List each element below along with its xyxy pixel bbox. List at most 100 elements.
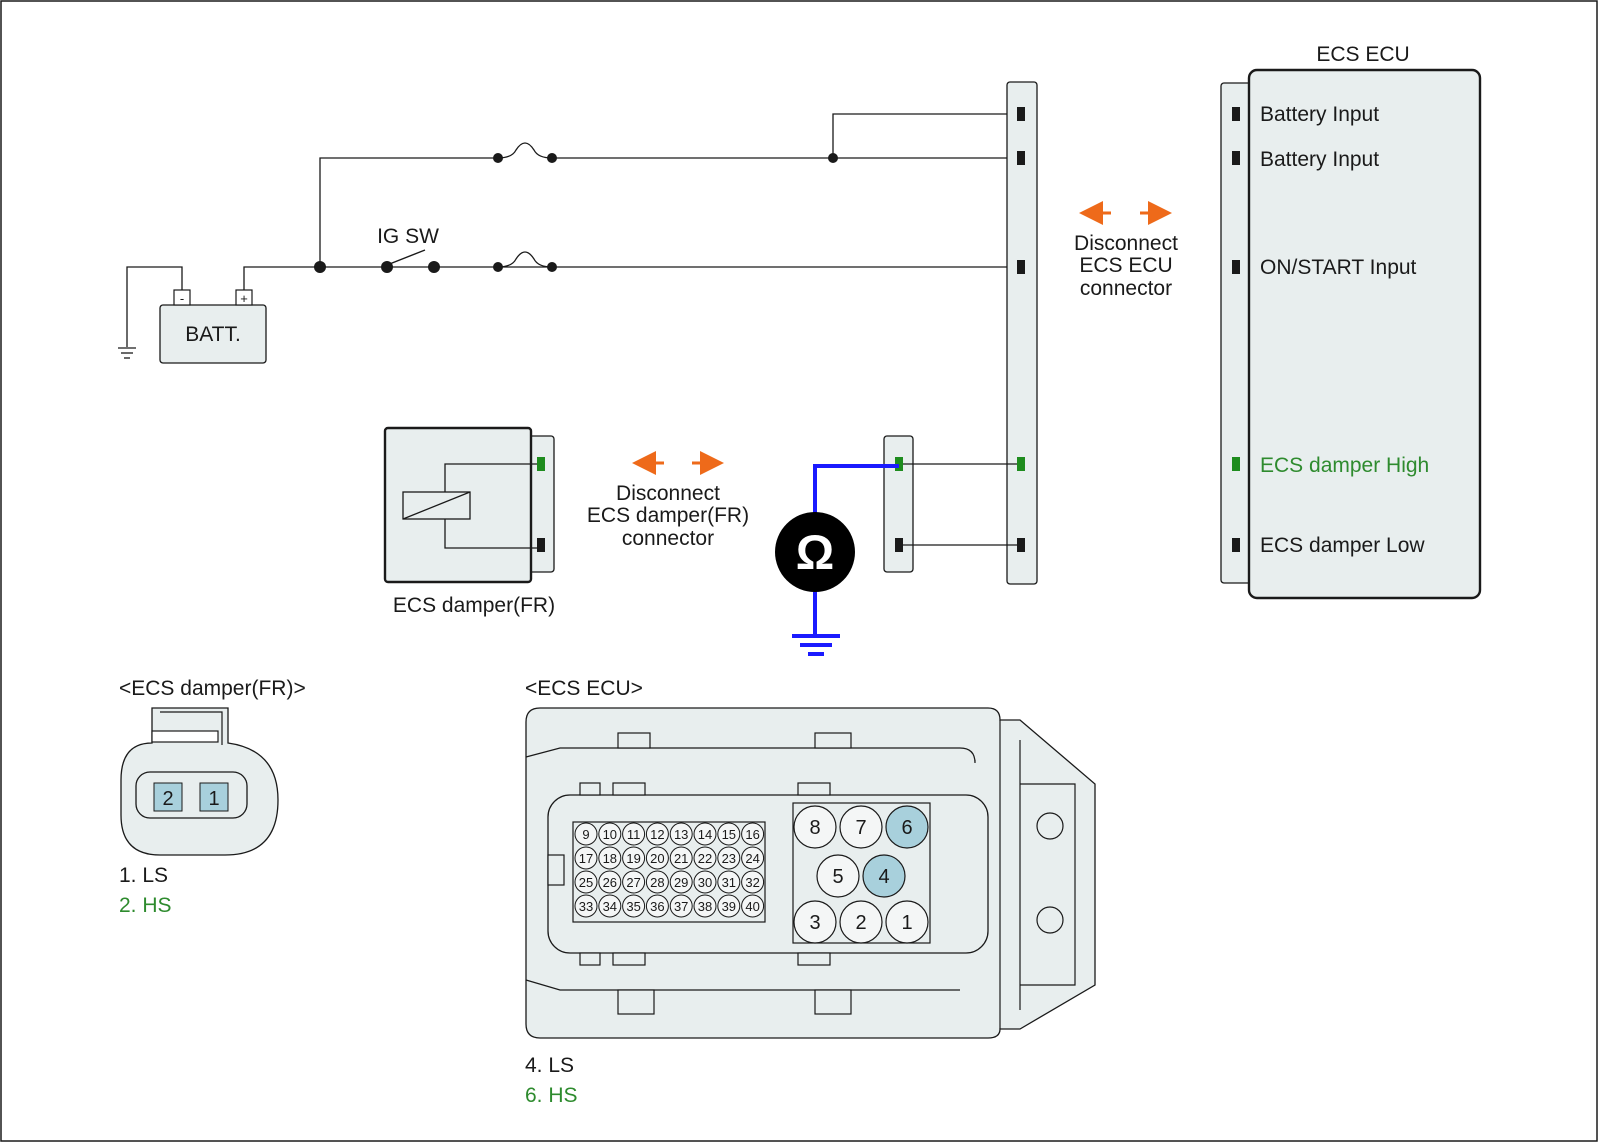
ecu-title: ECS ECU bbox=[1316, 43, 1409, 66]
ecu-pin-number: 2 bbox=[855, 912, 866, 934]
ecu-pin bbox=[793, 900, 837, 944]
ecu-pin bbox=[598, 822, 622, 846]
switch-icon bbox=[386, 249, 426, 266]
damper-connector-face: 2 1 bbox=[120, 707, 279, 856]
disconnect-ecu-text: ECS ECU bbox=[1079, 254, 1172, 277]
disconnect-damper-text: connector bbox=[622, 527, 714, 550]
ecu-pin bbox=[816, 854, 860, 898]
power-wiring bbox=[243, 113, 1020, 290]
ecu-pin-number: 12 bbox=[650, 827, 664, 842]
ecu-pin bbox=[693, 846, 717, 870]
ecu-pin-number: 21 bbox=[674, 851, 688, 866]
ecu-pin bbox=[645, 822, 669, 846]
battery-pos-label: + bbox=[240, 291, 248, 306]
ecu-pin bbox=[622, 894, 646, 918]
ecu-pin bbox=[741, 870, 765, 894]
ecu-pin bbox=[598, 870, 622, 894]
ecu-pin-number: 40 bbox=[745, 899, 759, 914]
ecu-pin-number: 6 bbox=[901, 817, 912, 839]
ecu-pin-number: 31 bbox=[722, 875, 736, 890]
ecu-pin bbox=[669, 870, 693, 894]
ecu-pin-number: 16 bbox=[745, 827, 759, 842]
ecu-pin-number: 5 bbox=[832, 866, 843, 888]
ecu-pin bbox=[885, 900, 929, 944]
ecu-pin-number: 29 bbox=[674, 875, 688, 890]
damper-legend-item: 1. LS bbox=[119, 864, 168, 887]
ecu-pin bbox=[693, 894, 717, 918]
ecu-pin-number: 25 bbox=[579, 875, 593, 890]
ecu-pin-label: ECS damper Low bbox=[1260, 534, 1425, 557]
ecu-pin bbox=[693, 870, 717, 894]
ecu-pin bbox=[598, 894, 622, 918]
ecu-pin-number: 38 bbox=[698, 899, 712, 914]
ecu-pin bbox=[885, 805, 929, 849]
disconnect-damper-text: Disconnect bbox=[616, 482, 720, 505]
ecu-pin bbox=[574, 822, 598, 846]
ecu-pin bbox=[862, 854, 906, 898]
disconnect-ecu-text: Disconnect bbox=[1074, 232, 1178, 255]
ecu-pin bbox=[717, 846, 741, 870]
disconnect-ecu-text: connector bbox=[1080, 277, 1172, 300]
damper-label: ECS damper(FR) bbox=[393, 594, 555, 617]
ecu-pin bbox=[741, 846, 765, 870]
ecu-pin bbox=[741, 894, 765, 918]
ecu-pin bbox=[622, 822, 646, 846]
ecu-pin bbox=[622, 846, 646, 870]
ecu-legend-item: 6. HS bbox=[525, 1084, 578, 1107]
ecu-pin-number: 27 bbox=[626, 875, 640, 890]
damper-legend-item: 2. HS bbox=[119, 894, 172, 917]
damper-side-harness bbox=[883, 435, 1017, 573]
ecu-pin-number: 33 bbox=[579, 899, 593, 914]
ecu-pin-number: 10 bbox=[603, 827, 617, 842]
fuse-icon bbox=[497, 142, 553, 159]
ecu-harness-connector bbox=[1006, 81, 1038, 585]
ecu-pin-number: 19 bbox=[626, 851, 640, 866]
ecu-pin-label: ON/START Input bbox=[1260, 256, 1417, 279]
ecu-pin-number: 8 bbox=[809, 817, 820, 839]
ecu-pin bbox=[645, 846, 669, 870]
ecu-pin bbox=[645, 894, 669, 918]
ecu-pin bbox=[717, 822, 741, 846]
fuse-icon bbox=[497, 251, 553, 268]
ecu-pin bbox=[574, 894, 598, 918]
ecu-pin bbox=[574, 870, 598, 894]
ecu-pin-number: 14 bbox=[698, 827, 712, 842]
ecu-pin bbox=[717, 870, 741, 894]
ecu-box bbox=[1220, 68, 1482, 600]
ecu-pin bbox=[598, 846, 622, 870]
ecu-pin-number: 9 bbox=[582, 827, 589, 842]
ecu-pin-number: 24 bbox=[745, 851, 759, 866]
ecu-pin bbox=[693, 822, 717, 846]
ecu-pin-number: 34 bbox=[603, 899, 617, 914]
ecu-pin bbox=[645, 870, 669, 894]
ecu-pin-number: 37 bbox=[674, 899, 688, 914]
ecu-pin-number: 22 bbox=[698, 851, 712, 866]
ecu-pin bbox=[741, 822, 765, 846]
ecu-pin-label: Battery Input bbox=[1260, 103, 1379, 126]
ecu-pin-number: 11 bbox=[627, 827, 641, 842]
ecu-pin-label: Battery Input bbox=[1260, 148, 1379, 171]
ecu-pin-number: 20 bbox=[650, 851, 664, 866]
ecu-legend-item: 4. LS bbox=[525, 1054, 574, 1077]
battery: - + BATT. bbox=[159, 289, 267, 364]
ecu-pin-number: 3 bbox=[809, 912, 820, 934]
ecu-pin-number: 32 bbox=[745, 875, 759, 890]
ecu-pin bbox=[717, 894, 741, 918]
ecu-pin-number: 15 bbox=[722, 827, 736, 842]
ecu-pin bbox=[574, 846, 598, 870]
ecu-pin-number: 28 bbox=[650, 875, 664, 890]
ohmmeter: Ω bbox=[775, 464, 899, 656]
ohm-icon: Ω bbox=[796, 527, 834, 580]
ecu-pin bbox=[793, 805, 837, 849]
ecu-pin-number: 13 bbox=[674, 827, 688, 842]
damper-pin: 1 bbox=[208, 788, 219, 810]
damper-pin: 2 bbox=[162, 788, 173, 810]
ecu-pin bbox=[839, 805, 883, 849]
ecu-pin-number: 39 bbox=[722, 899, 736, 914]
disconnect-damper-text: ECS damper(FR) bbox=[587, 504, 749, 527]
damper-connector-title: <ECS damper(FR)> bbox=[119, 677, 306, 700]
ecu-pin-number: 4 bbox=[878, 866, 889, 888]
ecu-pin-number: 23 bbox=[722, 851, 736, 866]
